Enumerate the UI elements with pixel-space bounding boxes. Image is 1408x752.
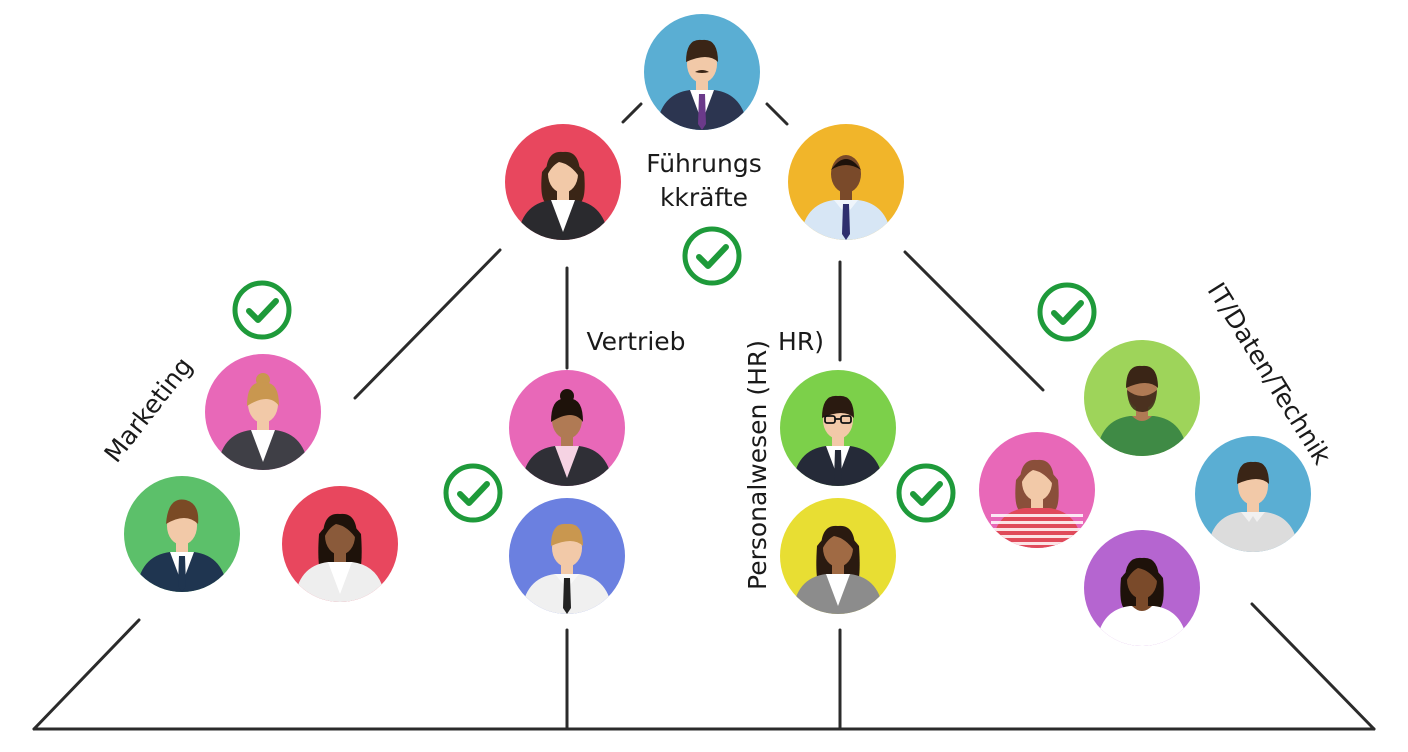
shirt [551,200,575,232]
avatar-hr-1 [780,370,896,486]
connector-line-7 [353,248,502,400]
torso [1096,606,1188,646]
hair [247,382,279,406]
avatar-mkt-1 [205,354,321,470]
hair [1019,459,1055,486]
torso [1207,512,1299,552]
glasses-icon [824,415,852,424]
hair [551,398,583,422]
avatar-mkt-2 [124,476,240,592]
tie [178,556,186,592]
hair [686,39,718,62]
connector-line-8 [903,250,1045,392]
hr-label: Personalwesen (HR) [743,340,772,590]
connector-line-1 [32,618,141,731]
hr-label-extra: HR) [778,327,824,356]
hair [1237,461,1269,484]
tie [834,450,842,486]
connector-lines [32,102,1376,731]
connector-line-2 [1250,602,1376,731]
connector-line-9 [621,102,643,124]
check-circle-icon [682,226,742,286]
tie [842,204,850,240]
avatar-hr-2 [780,498,896,614]
tie [698,94,706,130]
shirt [328,562,352,594]
hair [166,499,199,524]
leadership-label-line2: kkräfte [660,183,748,212]
hair [1124,557,1160,584]
check-circle-icon [443,463,503,523]
tie [563,578,571,614]
torso [1096,416,1188,456]
check-circle-icon [896,463,956,523]
hair [322,513,358,540]
marketing-label: Marketing [99,352,199,468]
check-circle-icon [1037,282,1097,342]
shirt [251,430,275,462]
check-circle-icon [232,280,292,340]
hair [1126,365,1158,388]
hair [822,395,854,418]
avatar-it-2 [979,432,1095,548]
hair [831,159,861,170]
avatar-it-1 [1084,340,1200,456]
leadership-label-line1: Führungs [646,149,762,178]
shirt [555,446,579,478]
hair [551,523,583,546]
connector-line-10 [765,102,789,126]
avatar-it-3 [1195,436,1311,552]
avatar-ceo [644,14,760,130]
avatar-it-4 [1084,530,1200,646]
sales-label: Vertrieb [586,327,685,356]
mustache [695,70,709,73]
hair [820,525,856,552]
hair [545,151,581,178]
checkmark-layer [232,226,1097,523]
avatar-sales-2 [509,498,625,614]
avatar-sales-1 [509,370,625,486]
avatar-mkt-3 [282,486,398,602]
avatar-exec-left [505,124,621,240]
beard [1127,390,1157,412]
avatar-layer [124,14,1311,646]
shirt [826,574,850,606]
avatar-exec-right [788,124,904,240]
